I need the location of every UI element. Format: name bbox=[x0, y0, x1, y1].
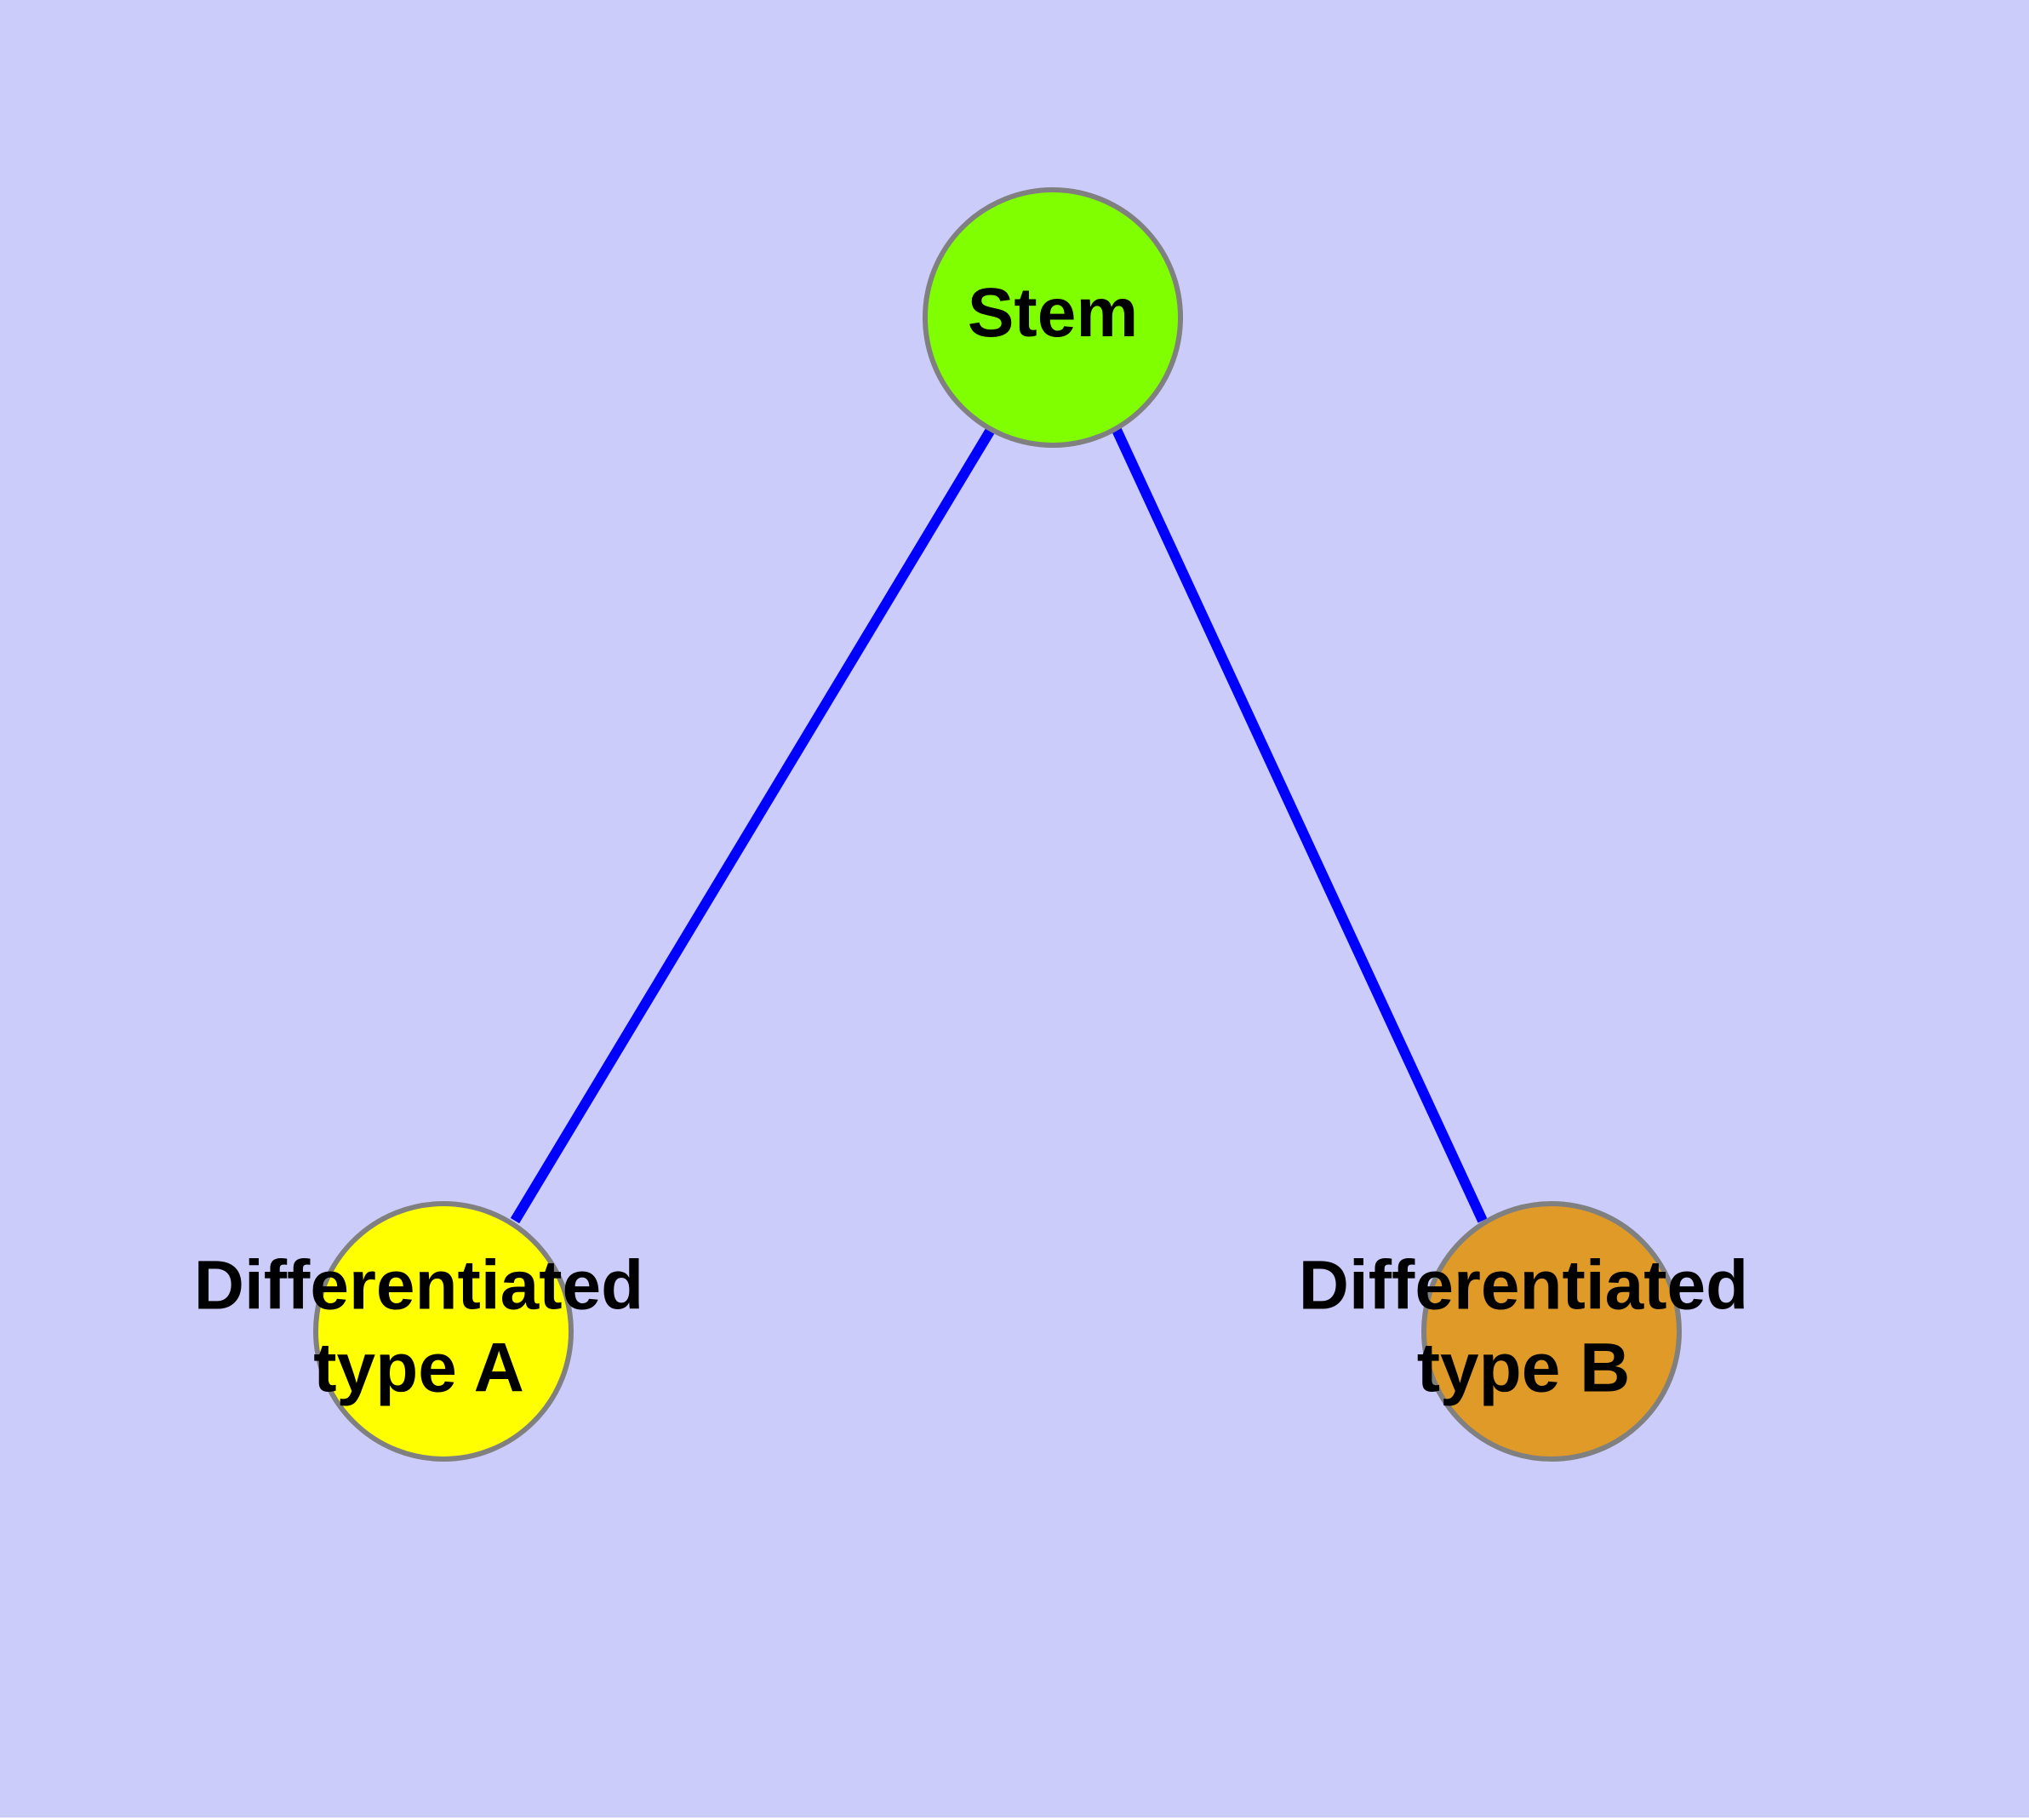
edge-stem-to-differentiated-type-b[interactable] bbox=[1112, 427, 1488, 1223]
node-label-line: Differentiated bbox=[1299, 1246, 1749, 1324]
node-label-line: type A bbox=[313, 1329, 524, 1406]
node-label-line: Stem bbox=[968, 274, 1139, 352]
node-label-line: Differentiated bbox=[194, 1246, 644, 1324]
node-layer bbox=[313, 187, 1682, 1462]
node-stem-label: Stem bbox=[968, 274, 1139, 352]
node-differentiated-type-b-circle[interactable] bbox=[1421, 1201, 1682, 1462]
edge-stem-to-differentiated-type-a[interactable] bbox=[510, 426, 996, 1224]
node-label-line: type B bbox=[1417, 1329, 1631, 1406]
edge-layer bbox=[510, 426, 1488, 1224]
node-differentiated-type-a-circle[interactable] bbox=[313, 1201, 574, 1462]
node-stem-circle[interactable] bbox=[923, 187, 1183, 448]
